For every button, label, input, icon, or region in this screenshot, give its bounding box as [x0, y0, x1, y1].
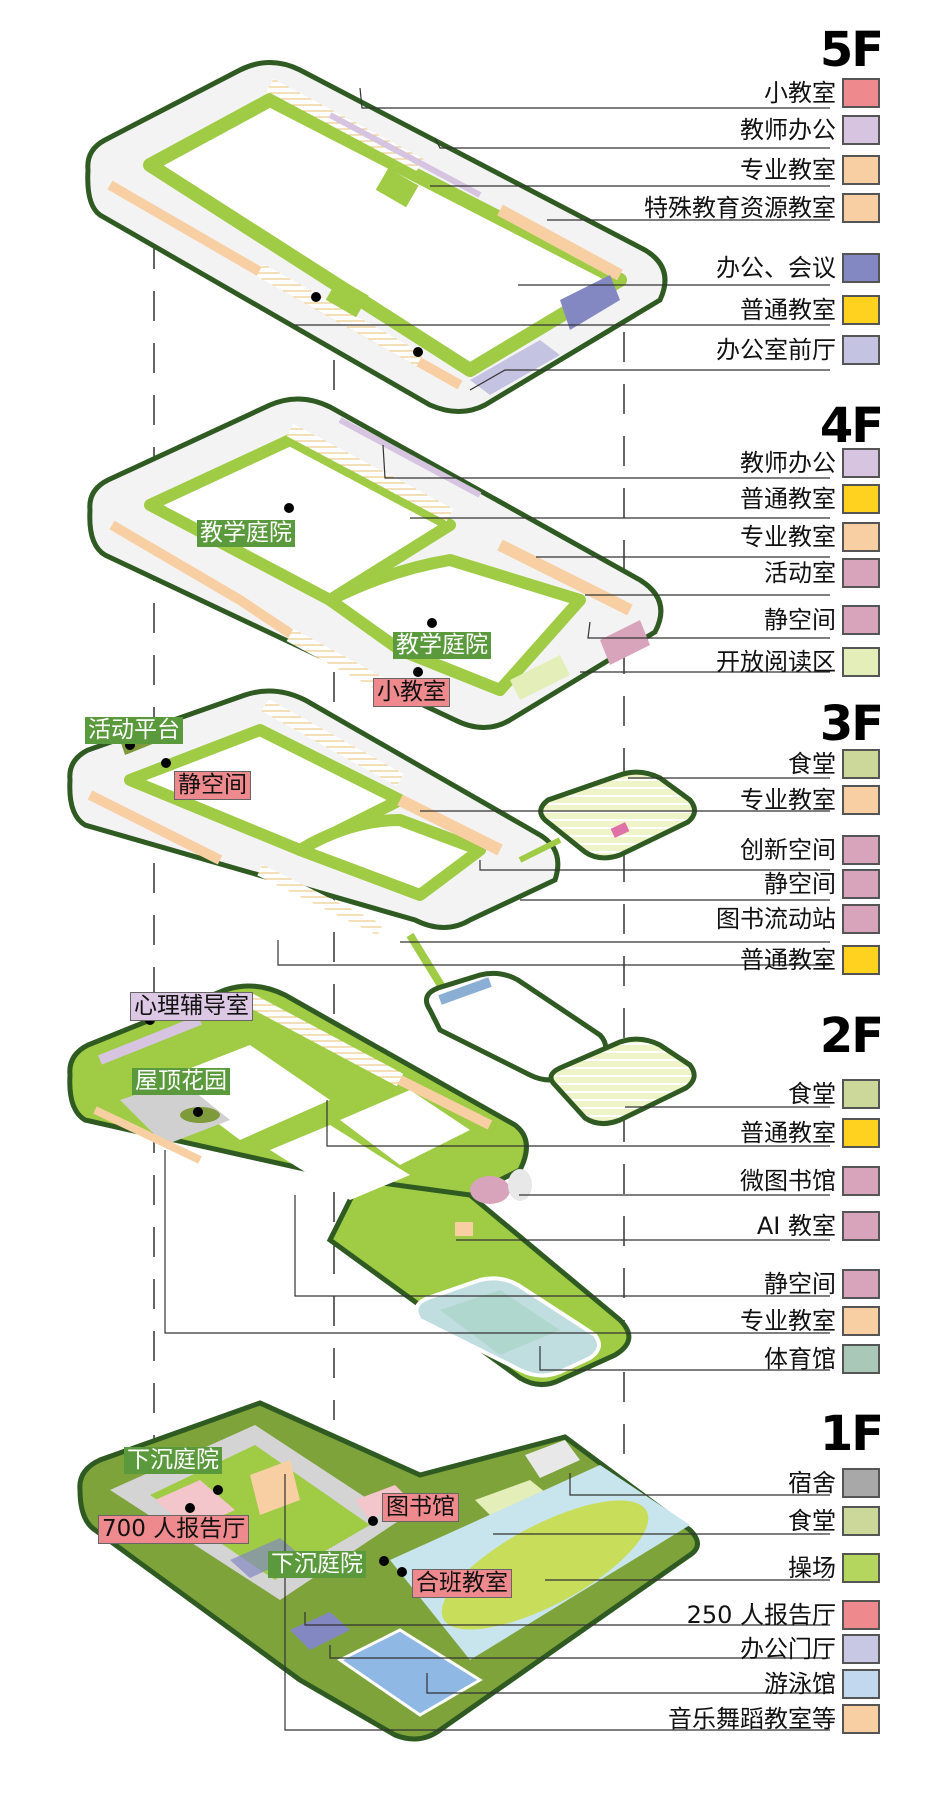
- color-swatch: [842, 1211, 880, 1241]
- legend-item: 办公室前厅: [716, 333, 880, 367]
- color-swatch: [842, 785, 880, 815]
- legend-item: 静空间: [764, 867, 880, 901]
- floor-title-5F: 5F: [819, 22, 884, 78]
- legend-item: 专业教室: [740, 783, 880, 817]
- floor-plate-5F: [85, 60, 668, 414]
- floor-title-2F: 2F: [819, 1008, 884, 1064]
- color-swatch: [842, 1468, 880, 1498]
- legend-item: AI 教室: [757, 1209, 880, 1243]
- legend-item: 游泳馆: [764, 1667, 880, 1701]
- tag-roof-garden: 屋顶花园: [132, 1068, 230, 1095]
- legend-item: 食堂: [788, 1504, 880, 1538]
- legend-item: 创新空间: [740, 833, 880, 867]
- color-swatch: [842, 335, 880, 365]
- legend-item: 宿舍: [788, 1466, 880, 1500]
- tag-700-auditorium: 700 人报告厅: [98, 1515, 250, 1544]
- color-swatch: [842, 115, 880, 145]
- color-swatch: [842, 558, 880, 588]
- color-swatch: [842, 253, 880, 283]
- color-swatch: [842, 78, 880, 108]
- color-swatch: [842, 1553, 880, 1583]
- legend-item: 教师办公: [740, 446, 880, 480]
- legend-item: 静空间: [764, 1267, 880, 1301]
- legend-item: 小教室: [764, 76, 880, 110]
- legend-item: 普通教室: [740, 943, 880, 977]
- color-swatch: [842, 835, 880, 865]
- color-swatch: [842, 1600, 880, 1630]
- tag-activity-platform: 活动平台: [85, 717, 183, 744]
- legend-item: 特殊教育资源教室: [644, 191, 880, 225]
- leader-lines: [164, 87, 830, 1731]
- color-swatch: [842, 295, 880, 325]
- color-swatch: [842, 1344, 880, 1374]
- tag-teaching-courtyard-1: 教学庭院: [197, 520, 295, 547]
- tag-quiet-space: 静空间: [174, 771, 251, 800]
- color-swatch: [842, 945, 880, 975]
- tag-sunken-courtyard-2: 下沉庭院: [268, 1551, 366, 1578]
- legend-item: 操场: [788, 1551, 880, 1585]
- color-swatch: [842, 448, 880, 478]
- legend-item: 静空间: [764, 603, 880, 637]
- floor-plate-1F: [77, 1400, 700, 1742]
- tag-counseling-room: 心理辅导室: [130, 992, 253, 1021]
- color-swatch: [842, 1079, 880, 1109]
- color-swatch: [842, 904, 880, 934]
- color-swatch: [842, 1306, 880, 1336]
- floor-title-4F: 4F: [819, 398, 884, 454]
- legend-item: 图书流动站: [716, 902, 880, 936]
- tag-sunken-courtyard-1: 下沉庭院: [124, 1447, 222, 1474]
- legend-item: 普通教室: [740, 482, 880, 516]
- tag-library: 图书馆: [382, 1493, 459, 1522]
- color-swatch: [842, 1118, 880, 1148]
- color-swatch: [842, 749, 880, 779]
- legend-item: 音乐舞蹈教室等: [668, 1702, 880, 1736]
- color-swatch: [842, 1166, 880, 1196]
- color-swatch: [842, 1506, 880, 1536]
- legend-item: 250 人报告厅: [687, 1598, 880, 1632]
- legend-item: 开放阅读区: [716, 645, 880, 679]
- color-swatch: [842, 605, 880, 635]
- legend-item: 微图书馆: [740, 1164, 880, 1198]
- color-swatch: [842, 869, 880, 899]
- color-swatch: [842, 1669, 880, 1699]
- legend-item: 普通教室: [740, 1116, 880, 1150]
- legend-item: 办公、会议: [716, 251, 880, 285]
- tag-teaching-courtyard-2: 教学庭院: [393, 632, 491, 659]
- legend-item: 专业教室: [740, 1304, 880, 1338]
- color-swatch: [842, 193, 880, 223]
- legend-item: 办公门厅: [740, 1632, 880, 1666]
- color-swatch: [842, 155, 880, 185]
- color-swatch: [842, 1704, 880, 1734]
- color-swatch: [842, 484, 880, 514]
- tag-small-classroom: 小教室: [373, 678, 450, 707]
- legend-item: 体育馆: [764, 1342, 880, 1376]
- callout-dots: [125, 292, 437, 1577]
- floor-title-3F: 3F: [819, 696, 884, 752]
- legend-item: 食堂: [788, 1077, 880, 1111]
- legend-item: 食堂: [788, 747, 880, 781]
- floor-plate-4F: [87, 396, 664, 730]
- tag-combined-classroom: 合班教室: [412, 1569, 512, 1598]
- legend-item: 教师办公: [740, 113, 880, 147]
- legend-item: 专业教室: [740, 520, 880, 554]
- legend-item: 活动室: [764, 556, 880, 590]
- color-swatch: [842, 1269, 880, 1299]
- legend-item: 专业教室: [740, 153, 880, 187]
- floor-title-1F: 1F: [819, 1406, 884, 1462]
- legend-item: 普通教室: [740, 293, 880, 327]
- color-swatch: [842, 1634, 880, 1664]
- color-swatch: [842, 647, 880, 677]
- color-swatch: [842, 522, 880, 552]
